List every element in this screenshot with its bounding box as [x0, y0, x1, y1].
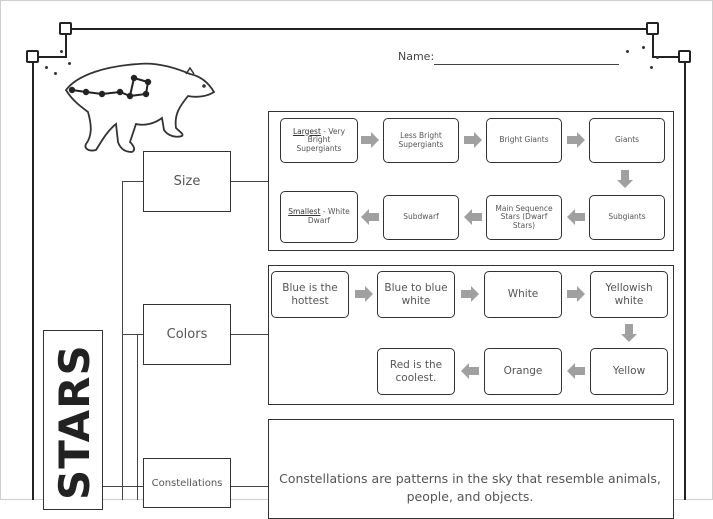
color-node-blue-white: Blue to blue white [377, 271, 455, 318]
constellations-definition: Constellations are patterns in the sky t… [279, 471, 661, 505]
arrow-left-icon [567, 209, 585, 225]
corner-line-tl-h [32, 56, 67, 58]
arrow-right-icon [361, 132, 379, 148]
link-colors-panel [230, 334, 268, 335]
tree-connector-vertical [122, 181, 123, 500]
color-node-orange: Orange [484, 348, 562, 395]
corner-square-tl-left [26, 50, 39, 63]
color-node-white: White [484, 271, 562, 318]
big-dipper-icon [68, 74, 152, 100]
page-title: STARS [50, 344, 99, 500]
corner-square-tr-top [646, 22, 659, 35]
size-node-subgiants: Subgiants [589, 195, 665, 240]
tree-connector-colors [122, 334, 143, 335]
category-constellations: Constellations [143, 458, 231, 508]
largest-label: Largest [292, 126, 321, 136]
arrow-left-icon [567, 363, 585, 379]
category-colors: Colors [143, 304, 231, 365]
arrow-left-icon [464, 209, 482, 225]
arrow-down-icon [621, 324, 637, 342]
corner-square-tr-right [678, 50, 691, 63]
smallest-description: - White Dwarf [307, 207, 350, 225]
title-box [43, 330, 103, 510]
tree-connector-constellations [103, 486, 143, 487]
arrow-right-icon [355, 286, 373, 302]
link-size-panel [230, 181, 268, 182]
sheet-border-right [684, 56, 686, 500]
star-dot-decoration [656, 56, 659, 59]
arrow-left-icon [361, 209, 379, 225]
largest-description: - Very Bright Supergiants [296, 126, 346, 153]
size-node-smallest: Smallest - White Dwarf [280, 191, 358, 243]
name-write-line [434, 64, 619, 65]
arrow-left-icon [461, 363, 479, 379]
star-dot-decoration [650, 66, 653, 69]
corner-square-tl-top [59, 22, 72, 35]
arrow-right-icon [461, 286, 479, 302]
size-node-bright-giants: Bright Giants [486, 118, 562, 163]
size-node-main-sequence: Main Sequence Stars (Dwarf Stars) [486, 195, 562, 240]
size-node-subdwarf: Subdwarf [383, 195, 459, 240]
color-node-red-coolest: Red is the coolest. [377, 348, 455, 395]
arrow-down-icon [617, 170, 633, 188]
arrow-right-icon [464, 132, 482, 148]
color-node-blue-hottest: Blue is the hottest [271, 271, 349, 318]
star-dot-decoration [68, 62, 71, 65]
size-node-less-bright-supergiants: Less Bright Supergiants [383, 118, 459, 163]
great-bear-constellation-illustration [64, 62, 216, 153]
sheet-border-left [32, 56, 34, 500]
sheet-border-top [65, 28, 653, 30]
star-dot-decoration [54, 72, 57, 75]
tree-connector-inner [137, 334, 138, 500]
arrow-right-icon [567, 132, 585, 148]
smallest-label: Smallest [288, 207, 321, 217]
link-constellations-panel [230, 486, 268, 487]
star-dot-decoration [642, 46, 645, 49]
category-size: Size [143, 151, 231, 212]
size-node-giants: Giants [589, 118, 665, 163]
corner-line-tr-h [652, 56, 686, 58]
star-dot-decoration [45, 66, 48, 69]
size-node-largest: Largest - Very Bright Supergiants [280, 118, 358, 163]
arrow-right-icon [567, 286, 585, 302]
name-label: Name: [398, 50, 435, 63]
color-node-yellow: Yellow [590, 348, 668, 395]
star-dot-decoration [60, 50, 63, 53]
star-dot-decoration [626, 50, 629, 53]
color-node-yellowish-white: Yellowish white [590, 271, 668, 318]
corner-line-tr-v [652, 28, 654, 58]
tree-connector-size [122, 181, 143, 182]
corner-line-tl-v [65, 28, 67, 58]
